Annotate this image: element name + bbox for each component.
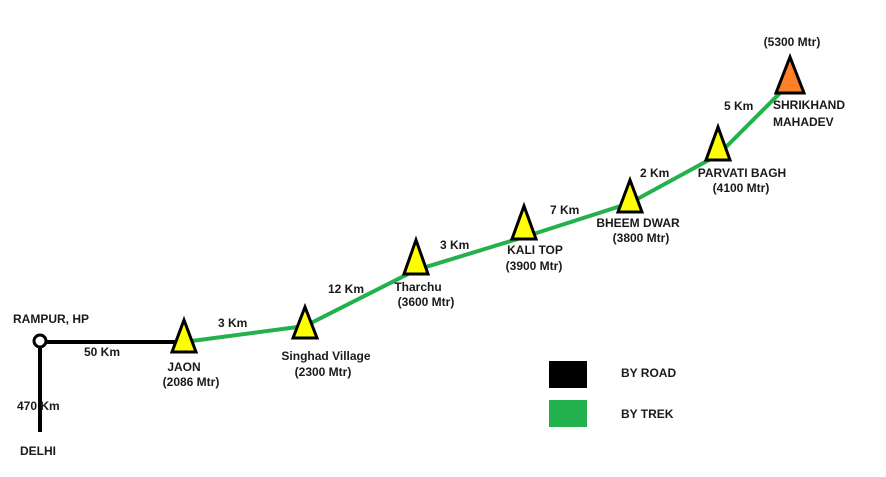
stop-marker-jaon bbox=[169, 315, 199, 354]
distance-bheem-parvati: 2 Km bbox=[640, 166, 669, 180]
summit-name-line2: MAHADEV bbox=[773, 115, 834, 129]
stop-name-jaon: JAON bbox=[167, 360, 200, 374]
stop-altitude-parvati-bagh: (4100 Mtr) bbox=[713, 181, 770, 195]
distance-parvati-shrikhand: 5 Km bbox=[724, 99, 753, 113]
legend-trek-label: BY TREK bbox=[621, 407, 674, 421]
stop-marker-singhad bbox=[290, 302, 320, 340]
distance-rampur-jaon: 50 Km bbox=[84, 345, 120, 359]
stop-name-kali-top: KALI TOP bbox=[507, 243, 563, 257]
summit-altitude: (5300 Mtr) bbox=[764, 35, 821, 49]
rampur-node bbox=[32, 333, 48, 349]
stop-name-tharchu: Tharchu bbox=[394, 280, 441, 294]
stop-marker-kali-top bbox=[509, 201, 539, 241]
stop-altitude-kali-top: (3900 Mtr) bbox=[506, 259, 563, 273]
distance-tharchu-kali: 3 Km bbox=[440, 238, 469, 252]
stop-name-singhad: Singhad Village bbox=[281, 349, 370, 363]
distance-kali-bheem: 7 Km bbox=[550, 203, 579, 217]
stop-marker-tharchu bbox=[401, 235, 431, 276]
legend-road-swatch bbox=[549, 361, 587, 388]
distance-singhad-tharchu: 12 Km bbox=[328, 282, 364, 296]
stop-name-bheem-dwar: BHEEM DWAR bbox=[596, 216, 680, 230]
stop-altitude-singhad: (2300 Mtr) bbox=[295, 365, 352, 379]
stop-name-parvati-bagh: PARVATI BAGH bbox=[698, 166, 786, 180]
trek-line bbox=[183, 81, 792, 344]
stop-altitude-tharchu: (3600 Mtr) bbox=[398, 295, 455, 309]
stop-altitude-jaon: (2086 Mtr) bbox=[163, 375, 220, 389]
summit-name-line1: SHRIKHAND bbox=[773, 98, 845, 112]
distance-delhi-rampur: 470 Km bbox=[17, 399, 60, 413]
stop-marker-parvati-bagh bbox=[703, 122, 733, 162]
distance-jaon-singhad: 3 Km bbox=[218, 316, 247, 330]
stop-marker-bheem-dwar bbox=[615, 175, 645, 214]
stop-altitude-bheem-dwar: (3800 Mtr) bbox=[613, 231, 670, 245]
legend-road-label: BY ROAD bbox=[621, 366, 676, 380]
delhi-label: DELHI bbox=[20, 444, 56, 458]
rampur-label: RAMPUR, HP bbox=[13, 312, 89, 326]
legend-trek-swatch bbox=[549, 400, 587, 427]
summit-marker bbox=[773, 52, 807, 95]
